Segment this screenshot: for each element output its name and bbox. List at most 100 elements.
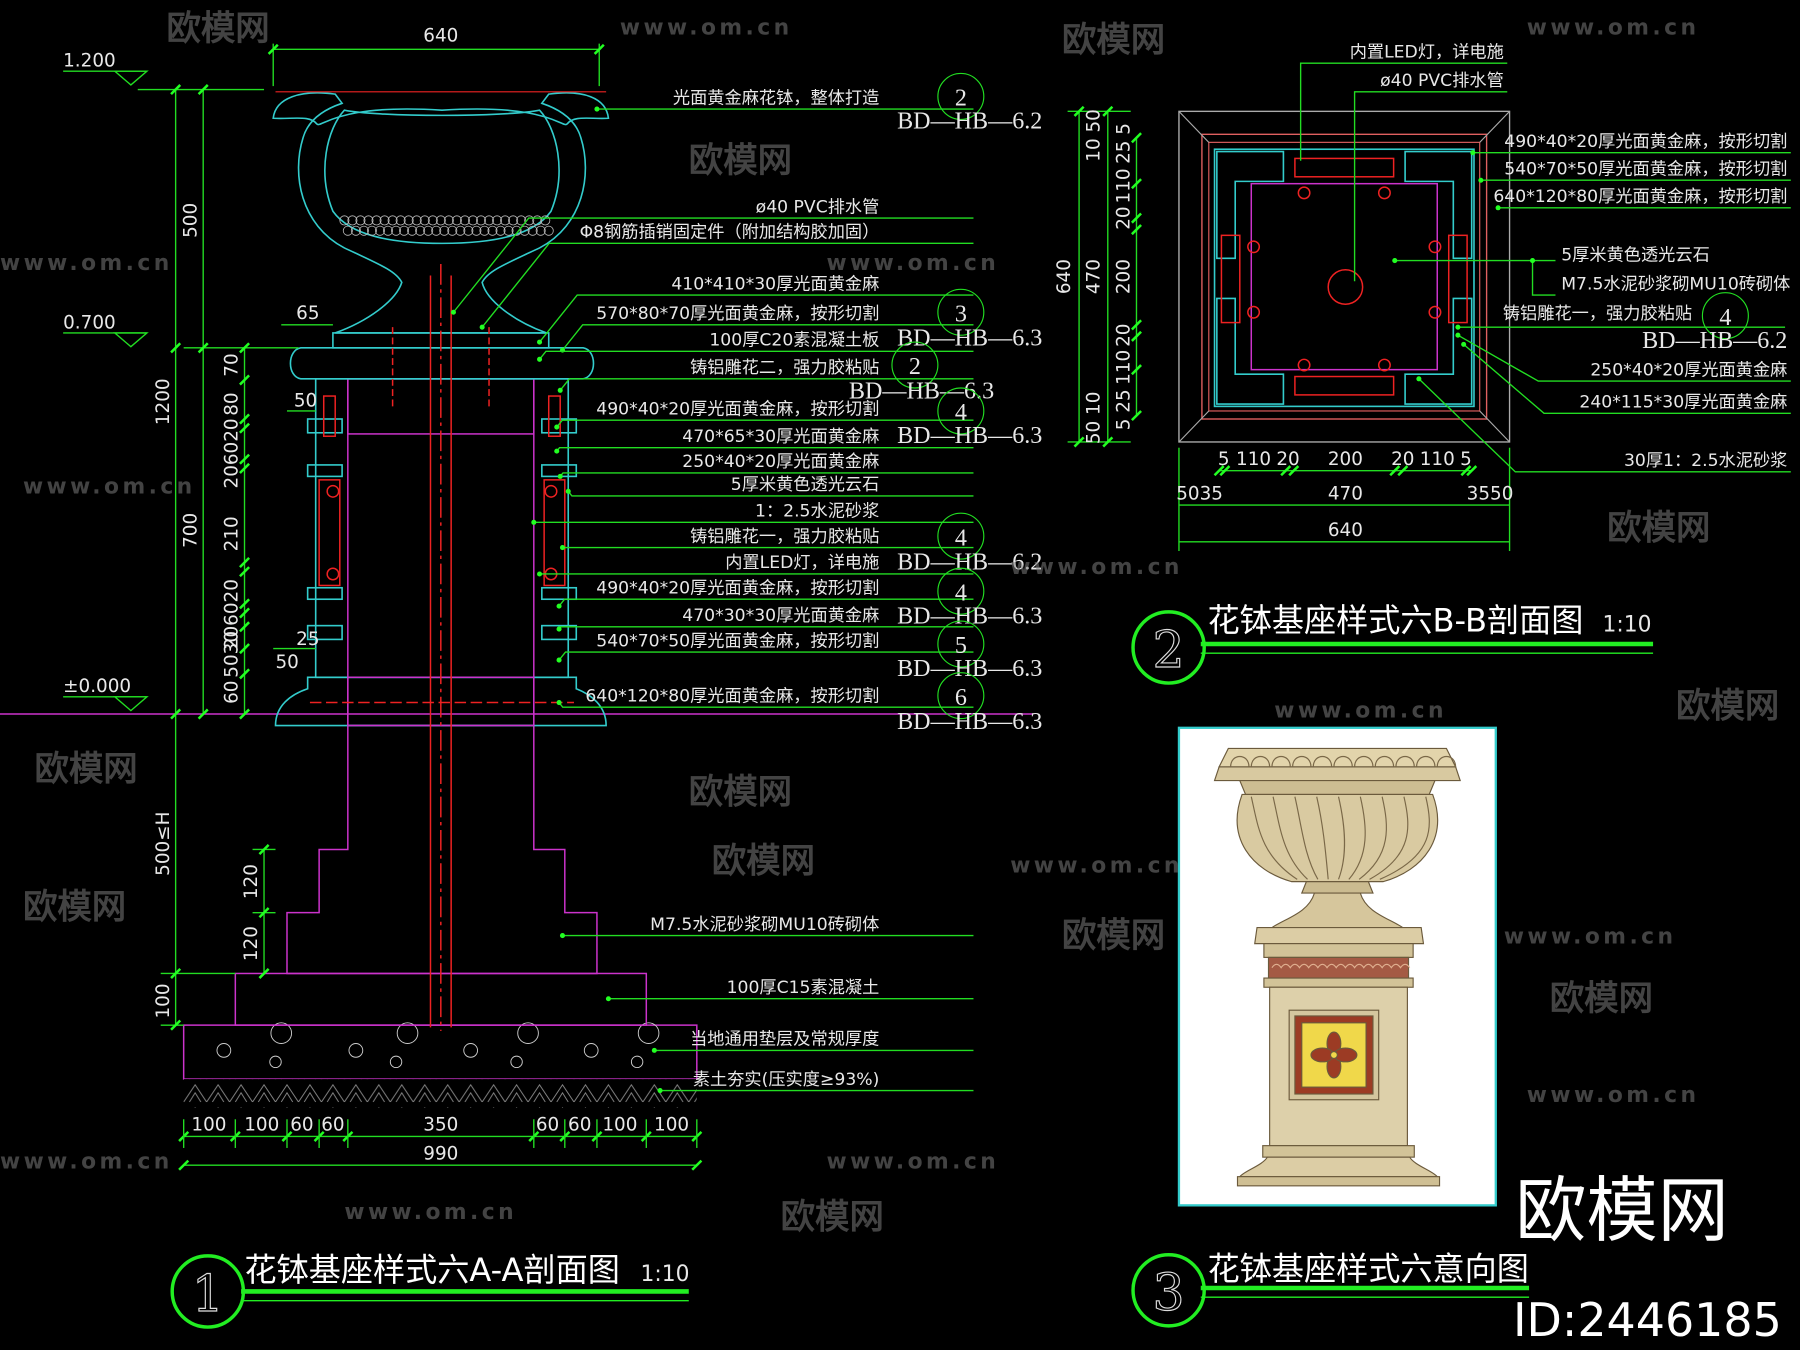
- leader-dot: [537, 571, 543, 577]
- pebble: [439, 225, 450, 236]
- tick-mark: [1219, 465, 1231, 477]
- detail-bubble: [891, 341, 939, 389]
- leader-dot: [537, 356, 543, 362]
- detail-number: 2: [955, 86, 967, 112]
- url-watermark: www.om.cn: [1504, 925, 1677, 950]
- callout-label: Φ8钢筋插销固定件（附加结构胶加固）: [580, 223, 880, 243]
- detail-sheet: BD—HB—6.2: [897, 549, 1042, 575]
- leader-dot: [450, 309, 456, 315]
- callout-label: 490*40*20厚光面黄金麻，按形切割: [1504, 132, 1787, 152]
- watermark-layer: 欧模网欧模网欧模网欧模网欧模网欧模网欧模网欧模网欧模网欧模网欧模网欧模网www.…: [0, 9, 1779, 1237]
- brand-watermark: 欧模网: [689, 773, 792, 813]
- pebble: [407, 225, 418, 236]
- dim-below-label: 500≤H: [153, 812, 174, 876]
- tick-mark: [267, 43, 279, 55]
- leader-line: [452, 217, 974, 313]
- gravel-stone: [517, 1022, 539, 1044]
- tick-mark: [1073, 436, 1085, 448]
- leader-dot: [556, 700, 562, 706]
- pebble: [484, 215, 495, 226]
- pebble: [463, 225, 474, 236]
- pebble: [508, 215, 519, 226]
- dim-bottom-label: 60: [290, 1115, 313, 1136]
- tick-mark: [239, 607, 251, 619]
- flute-line: [1369, 796, 1409, 880]
- tick-mark: [239, 643, 251, 655]
- pebble: [519, 225, 530, 236]
- elevation-label: 1.200: [63, 51, 116, 72]
- tick-mark: [170, 84, 182, 96]
- brand-watermark: 欧模网: [1062, 21, 1165, 61]
- dim-bottom-label: 60: [536, 1115, 559, 1136]
- callout-label: 250*40*20厚光面黄金麻: [1590, 360, 1787, 380]
- callout-label: 570*80*70厚光面黄金麻，按形切割: [596, 304, 879, 324]
- callout-label: 470*65*30厚光面黄金麻: [682, 427, 879, 447]
- leader-dot: [556, 626, 562, 632]
- outer-base-outline: [1178, 110, 1511, 443]
- dim-lower: 700: [180, 513, 201, 548]
- pebble: [435, 215, 446, 226]
- pebble: [350, 225, 361, 236]
- dim-label: 110: [1236, 449, 1271, 470]
- leader-line: [558, 651, 974, 661]
- egg-dart: [1312, 755, 1333, 767]
- detail-bubble: [937, 567, 985, 615]
- pebble: [492, 215, 503, 226]
- tick-mark: [1213, 465, 1225, 477]
- pebble: [443, 215, 454, 226]
- pebble: [419, 215, 430, 226]
- tick-mark: [239, 413, 251, 425]
- egg-dart: [1230, 755, 1250, 767]
- compacted-soil: [183, 1079, 697, 1108]
- dim-label: 470: [1084, 259, 1105, 294]
- gravel-stone: [463, 1043, 479, 1058]
- dim-label: 640: [1328, 520, 1363, 541]
- tick-mark: [1280, 465, 1292, 477]
- tick-mark: [1130, 178, 1142, 190]
- pebble: [511, 225, 522, 236]
- leader-dot: [657, 1088, 663, 1094]
- tick-mark: [1130, 330, 1142, 342]
- elevation-triangle-icon: [112, 332, 149, 348]
- dim-below-label: 120: [241, 864, 262, 899]
- brand-watermark: 欧模网: [781, 1197, 884, 1237]
- dim-label: 200: [1328, 449, 1363, 470]
- leader-dot: [537, 339, 543, 345]
- callout-label: 铸铝雕花二，强力胶粘贴: [690, 358, 879, 378]
- pebble: [527, 225, 538, 236]
- gravel-stone: [630, 1055, 644, 1069]
- egg-dart: [1292, 755, 1312, 767]
- leader-dot: [531, 519, 537, 525]
- tick-mark: [170, 967, 182, 979]
- egg-dart: [1250, 755, 1271, 767]
- detail-sheet: BD—HB—6.3: [897, 423, 1042, 449]
- pebble: [535, 225, 546, 236]
- tick-mark: [239, 374, 251, 386]
- dim-label: 110: [1114, 168, 1135, 203]
- pebble: [395, 215, 406, 226]
- plinth: [274, 676, 607, 727]
- callout-label: 240*115*30厚光面黄金麻: [1579, 393, 1787, 413]
- egg-dart: [1271, 755, 1291, 767]
- dimensions: [1067, 110, 1511, 552]
- tick-mark: [1073, 105, 1085, 117]
- pebble: [487, 225, 498, 236]
- egg-dart: [1374, 755, 1395, 767]
- tick-mark: [170, 1019, 182, 1031]
- tick-mark: [1130, 224, 1142, 236]
- tick-mark: [239, 453, 251, 465]
- detail-number: 5: [955, 633, 967, 659]
- callout-label: 540*70*50厚光面黄金麻，按形切割: [596, 631, 879, 651]
- pebble: [379, 215, 390, 226]
- corner-blocks: [1216, 150, 1473, 405]
- dim-bottom-label: 60: [321, 1115, 344, 1136]
- leader-line: [481, 242, 974, 328]
- elevation-label: ±0.000: [63, 676, 131, 697]
- callout-label: 640*120*80厚光面黄金麻，按形切割: [585, 686, 879, 706]
- callout-label: 铸铝雕花一，强力胶粘贴: [690, 527, 879, 547]
- dim-chain-label: 70: [222, 353, 243, 376]
